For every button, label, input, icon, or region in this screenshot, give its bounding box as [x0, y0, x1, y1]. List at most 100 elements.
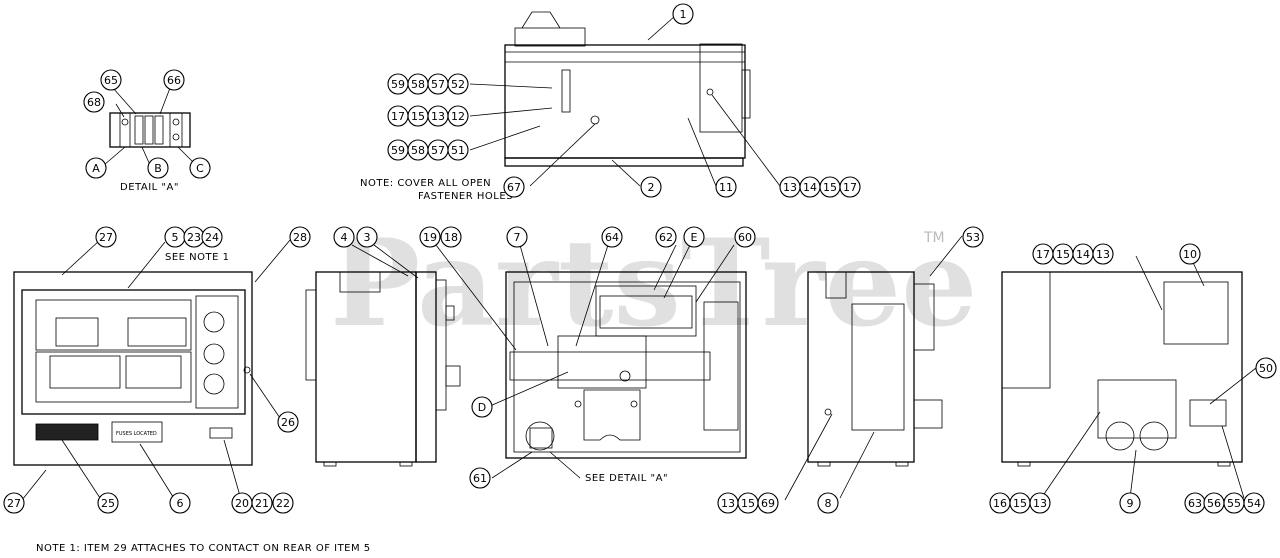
- see-note-1-label: SEE NOTE 1: [165, 252, 229, 263]
- callout-c23: 23: [183, 226, 205, 248]
- callout-c11: 11: [715, 176, 737, 198]
- callout-c67: 67: [503, 176, 525, 198]
- side-view-left: [305, 271, 461, 467]
- callout-circle: [289, 226, 311, 248]
- callout-c3: 3: [356, 226, 378, 248]
- callout-number: 19: [423, 231, 437, 244]
- callout-circle: [839, 176, 861, 198]
- callout-number: 17: [843, 181, 857, 194]
- callout-circle: [672, 3, 694, 25]
- callout-circle: [447, 105, 469, 127]
- callout-c57b: 57: [427, 139, 449, 161]
- callout-circle: [201, 226, 223, 248]
- callout-circle: [85, 157, 107, 179]
- callout-number: 14: [803, 181, 817, 194]
- callout-c21: 21: [251, 492, 273, 514]
- callout-circle: [683, 226, 705, 248]
- callout-number: 22: [276, 497, 290, 510]
- callout-number: 56: [1207, 497, 1221, 510]
- callout-c13e: 13: [1029, 492, 1051, 514]
- callout-c17d: 17: [1032, 243, 1054, 265]
- callout-number: 20: [235, 497, 249, 510]
- callout-circle: [3, 492, 25, 514]
- callout-number: 25: [101, 497, 115, 510]
- callout-circle: [1179, 243, 1201, 265]
- callout-number: 13: [1033, 497, 1047, 510]
- callout-c7: 7: [506, 226, 528, 248]
- callout-number: 23: [187, 231, 201, 244]
- side-view-right: [807, 271, 943, 467]
- callout-number: 59: [391, 78, 405, 91]
- callout-number: E: [691, 231, 698, 244]
- callout-c54: 54: [1243, 492, 1265, 514]
- callout-number: 10: [1183, 248, 1197, 261]
- callout-cC: C: [189, 157, 211, 179]
- callout-c52: 52: [447, 73, 469, 95]
- callout-number: 2: [648, 181, 655, 194]
- callout-number: 57: [431, 78, 445, 91]
- callout-c27b: 27: [3, 492, 25, 514]
- callout-number: 14: [1076, 248, 1090, 261]
- callout-circle: [272, 492, 294, 514]
- callout-circle: [356, 226, 378, 248]
- callout-number: 13: [431, 110, 445, 123]
- callout-circle: [506, 226, 528, 248]
- callout-number: 16: [993, 497, 1007, 510]
- callout-c58a: 58: [407, 73, 429, 95]
- callout-circle: [962, 226, 984, 248]
- callout-number: C: [196, 162, 204, 175]
- callout-number: 58: [411, 78, 425, 91]
- callout-circle: [1092, 243, 1114, 265]
- callout-c18: 18: [440, 226, 462, 248]
- detail-a-label: DETAIL "A": [120, 182, 179, 193]
- callout-circle: [163, 69, 185, 91]
- callout-number: 69: [761, 497, 775, 510]
- callout-c8: 8: [817, 492, 839, 514]
- callout-number: 67: [507, 181, 521, 194]
- detail-a-terminal-block: [103, 87, 197, 166]
- callout-c15b: 15: [819, 176, 841, 198]
- callout-number: 13: [721, 497, 735, 510]
- callout-number: 66: [167, 74, 181, 87]
- callout-number: 57: [431, 144, 445, 157]
- callout-cA: A: [85, 157, 107, 179]
- callout-c60: 60: [734, 226, 756, 248]
- callout-number: 64: [605, 231, 619, 244]
- callout-circle: [471, 396, 493, 418]
- callout-c55: 55: [1223, 492, 1245, 514]
- callout-circle: [189, 157, 211, 179]
- callout-c68: 68: [83, 91, 105, 113]
- callout-circle: [97, 492, 119, 514]
- callout-cE: E: [683, 226, 705, 248]
- callout-c20: 20: [231, 492, 253, 514]
- callout-number: 3: [364, 231, 371, 244]
- cover-note-line2: FASTENER HOLES: [418, 191, 513, 202]
- top-view-enclosure: [504, 11, 751, 167]
- callout-number: 53: [966, 231, 980, 244]
- callout-circle: [1243, 492, 1265, 514]
- callout-number: 27: [99, 231, 113, 244]
- callout-cB: B: [147, 157, 169, 179]
- callout-number: 21: [255, 497, 269, 510]
- callout-c15d: 15: [1052, 243, 1074, 265]
- callout-c15e: 15: [1009, 492, 1031, 514]
- callout-number: 15: [823, 181, 837, 194]
- callout-c13d: 13: [1092, 243, 1114, 265]
- callout-number: 24: [205, 231, 219, 244]
- callout-c53: 53: [962, 226, 984, 248]
- callout-c4: 4: [333, 226, 355, 248]
- callout-c63: 63: [1184, 492, 1206, 514]
- callout-c13c: 13: [717, 492, 739, 514]
- interior-view-leaders: [435, 244, 735, 479]
- callout-c12: 12: [447, 105, 469, 127]
- fuses-located-label: FUSES LOCATED: [116, 431, 157, 437]
- callout-c56: 56: [1203, 492, 1225, 514]
- callout-number: 65: [104, 74, 118, 87]
- callout-c5: 5: [164, 226, 186, 248]
- callout-circle: [169, 492, 191, 514]
- callout-c13b: 13: [779, 176, 801, 198]
- callout-circle: [277, 411, 299, 433]
- callout-c69: 69: [757, 492, 779, 514]
- callout-cD: D: [471, 396, 493, 418]
- callout-number: 6: [177, 497, 184, 510]
